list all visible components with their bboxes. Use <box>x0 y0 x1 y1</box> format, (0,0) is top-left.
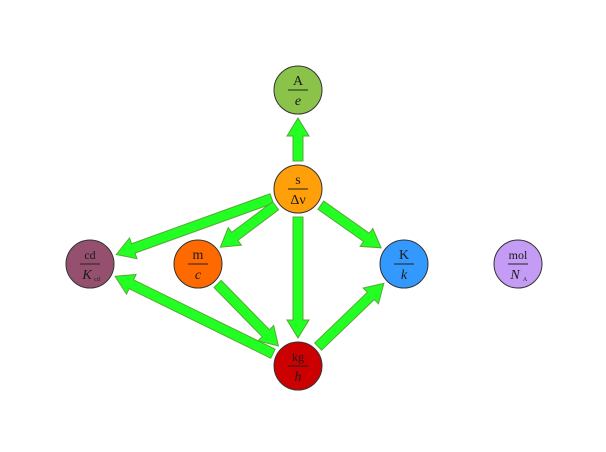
node-second: sΔν <box>273 164 323 214</box>
mole-constant-label: N <box>509 268 520 283</box>
candela-unit-label: cd <box>84 248 95 262</box>
second-constant-label: Δν <box>290 193 305 208</box>
arrow-metre-to-kilogram <box>213 279 280 347</box>
kilogram-constant-label: h <box>295 370 302 385</box>
metre-constant-label: c <box>195 268 202 283</box>
candela-constant-subscript: cd <box>94 277 100 283</box>
arrow-second-to-metre <box>219 201 280 248</box>
ampere-unit-label: A <box>293 74 304 89</box>
node-kilogram: kg h <box>273 341 323 391</box>
ampere-constant-label: e <box>295 94 301 109</box>
node-kelvin: Kk <box>379 239 429 289</box>
arrows-layer <box>114 117 385 359</box>
kelvin-unit-label: K <box>399 248 409 263</box>
arrow-kilogram-to-candela <box>114 273 276 359</box>
metre-unit-label: m <box>193 248 204 263</box>
arrow-second-to-candela <box>115 193 275 260</box>
second-unit-label: s <box>295 173 300 188</box>
mole-constant-subscript: A <box>523 277 528 283</box>
arrow-second-to-ampere <box>286 117 310 162</box>
arrow-second-to-kelvin <box>317 200 382 249</box>
kilogram-unit-label: kg <box>292 350 304 364</box>
mole-unit-label: mol <box>509 248 528 262</box>
node-metre: mc <box>173 239 223 289</box>
node-ampere: Ae <box>273 65 323 115</box>
arrow-kilogram-to-kelvin <box>313 282 385 351</box>
kelvin-constant-label: k <box>401 268 408 283</box>
arrow-second-to-kilogram <box>286 216 310 339</box>
candela-constant-label: K <box>81 268 92 283</box>
